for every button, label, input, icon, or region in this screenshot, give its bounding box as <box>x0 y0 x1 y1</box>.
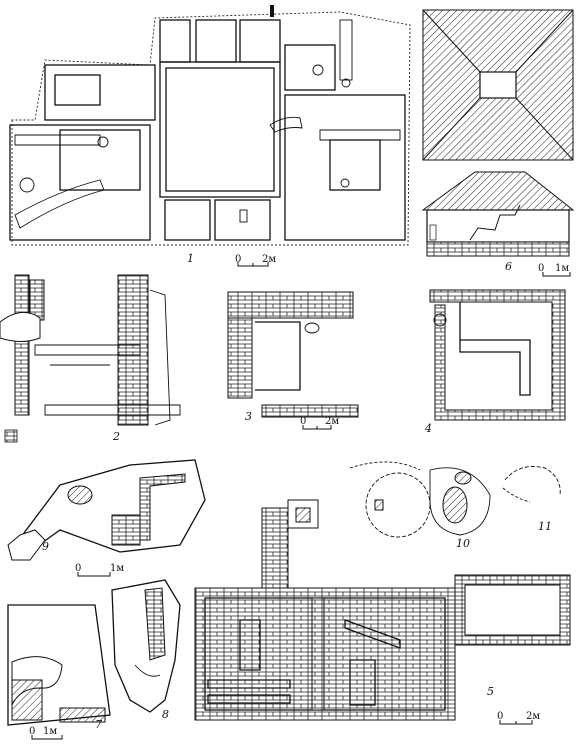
scale-zero: 0 <box>75 563 81 574</box>
scale-length: 1м <box>555 263 569 274</box>
scale-bar-9: 0 1м <box>75 563 124 577</box>
scale-bar-1: 0 2м <box>235 254 276 267</box>
figure-7-plan <box>7 604 111 726</box>
figure-label-7: 7 <box>95 718 102 731</box>
figure-label-6: 6 <box>505 260 512 273</box>
figure-8-plan <box>111 579 181 713</box>
scale-zero: 0 <box>538 263 544 274</box>
scale-length: 1м <box>110 563 124 574</box>
figure-3-plan <box>227 291 359 418</box>
figure-10-plan <box>349 461 491 538</box>
scale-length: 2м <box>526 711 540 722</box>
figure-6-roof-and-section <box>421 9 575 257</box>
scale-length: 2м <box>325 416 339 427</box>
scale-bar-6: 0 1м <box>538 263 571 277</box>
figure-2-plan <box>0 274 181 443</box>
scale-bar-7: 0 1м <box>29 726 63 740</box>
figure-4-plan <box>429 289 566 421</box>
figure-label-11: 11 <box>538 520 552 533</box>
figure-label-2: 2 <box>112 430 120 443</box>
scale-zero: 0 <box>29 726 35 737</box>
figure-1-plan <box>9 5 411 246</box>
figure-5-plan <box>194 499 571 721</box>
figure-label-8: 8 <box>162 708 169 721</box>
figure-label-3: 3 <box>245 410 252 423</box>
scale-zero: 0 <box>235 254 241 265</box>
figure-label-1: 1 <box>187 252 194 265</box>
figure-label-10: 10 <box>456 537 470 550</box>
scale-zero: 0 <box>300 416 306 427</box>
figure-9-plan <box>7 459 206 561</box>
scale-bar-3: 0 2м <box>300 416 339 430</box>
scale-length: 2м <box>262 254 276 265</box>
scale-bar-5: 0 2м <box>497 711 540 725</box>
figure-label-9: 9 <box>42 540 49 553</box>
figure-label-4: 4 <box>424 422 432 435</box>
scale-length: 1м <box>43 726 57 737</box>
figure-11-plan <box>502 466 561 503</box>
scale-zero: 0 <box>497 711 503 722</box>
figure-label-5: 5 <box>487 685 494 698</box>
